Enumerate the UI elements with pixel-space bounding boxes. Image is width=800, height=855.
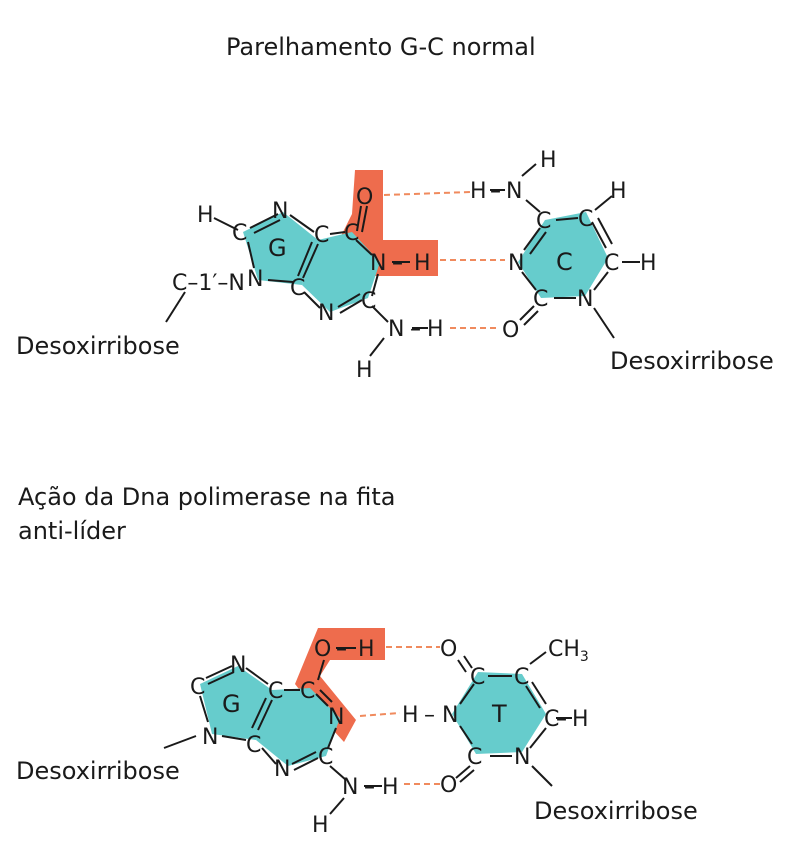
svg-text:–: –	[424, 703, 435, 728]
gc-cytosine-label: C	[556, 248, 573, 276]
svg-text:–: –	[392, 251, 403, 276]
svg-text:C: C	[533, 287, 548, 312]
svg-text:N: N	[230, 653, 246, 678]
svg-text:N: N	[577, 287, 593, 312]
svg-text:C: C	[246, 733, 261, 758]
diagram-title-polymerase-action: Ação da Dna polimerase na fita anti-líde…	[18, 483, 396, 545]
svg-text:N: N	[370, 251, 386, 276]
gc-sugar-left: Desoxirribose	[16, 332, 180, 360]
svg-text:C: C	[361, 289, 376, 314]
svg-text:N: N	[508, 251, 524, 276]
svg-text:C: C	[604, 251, 619, 276]
gt-hbond-2	[359, 712, 401, 717]
diagram-title-normal-pairing: Parelhamento G-C normal	[226, 33, 536, 61]
svg-text:C: C	[578, 207, 593, 232]
svg-text:H: H	[312, 813, 329, 838]
svg-text:C: C	[536, 209, 551, 234]
svg-text:C: C	[290, 276, 305, 301]
svg-text:–: –	[556, 707, 567, 732]
svg-text:N: N	[318, 301, 334, 326]
gc-sugar-right: Desoxirribose	[610, 347, 774, 375]
svg-text:N: N	[274, 757, 290, 782]
svg-text:H: H	[197, 203, 214, 228]
gc-cytosine-ring	[518, 212, 608, 298]
svg-text:H: H	[356, 358, 373, 383]
svg-text:O: O	[356, 185, 373, 210]
gt-sugar-right: Desoxirribose	[534, 797, 698, 825]
svg-text:C: C	[232, 221, 247, 246]
svg-text:–: –	[364, 775, 375, 800]
svg-text:C: C	[467, 745, 482, 770]
svg-text:O: O	[502, 318, 519, 343]
svg-text:–: –	[490, 179, 501, 204]
gt-sugar-left: Desoxirribose	[16, 757, 180, 785]
gc-hbond-1	[383, 191, 471, 196]
svg-text:N: N	[328, 705, 344, 730]
svg-text:N: N	[442, 703, 458, 728]
gc-atoms: H C N C C O N – H N C N C N – H H H H – …	[197, 148, 657, 383]
gt-guanine-label: G	[222, 690, 241, 718]
svg-text:C: C	[314, 223, 329, 248]
svg-text:O: O	[440, 773, 457, 798]
svg-text:O: O	[314, 637, 331, 662]
svg-text:C: C	[544, 707, 559, 732]
svg-text:C: C	[344, 221, 359, 246]
svg-text:C: C	[190, 675, 205, 700]
svg-text:C: C	[268, 679, 283, 704]
gc-guanine-label: G	[268, 234, 287, 262]
svg-text:H: H	[610, 179, 627, 204]
gt-enol-highlight	[295, 628, 385, 742]
svg-text:H: H	[640, 251, 657, 276]
svg-text:C: C	[300, 679, 315, 704]
svg-text:N: N	[202, 725, 218, 750]
svg-text:N: N	[506, 179, 522, 204]
svg-text:H: H	[540, 148, 557, 173]
svg-text:H: H	[572, 707, 589, 732]
svg-text:H: H	[427, 317, 444, 342]
svg-text:O: O	[440, 637, 457, 662]
gt-atoms: C N C C O – H N N C N C N – H H O C C C …	[190, 637, 589, 838]
svg-text:N: N	[388, 317, 404, 342]
gt-bonds	[163, 647, 572, 815]
gc-guanine-imidazole-ring	[243, 212, 318, 285]
svg-text:N: N	[514, 745, 530, 770]
gc-c1-label: C–1′–N	[172, 271, 245, 296]
gc-guanine-pyrimidine-ring	[302, 232, 380, 312]
svg-text:C: C	[470, 665, 485, 690]
gc-pair: H C N C C O N – H N C N C N – H H H H – …	[16, 148, 774, 383]
svg-text:N: N	[247, 267, 263, 292]
gt-thymine-ring	[452, 672, 546, 754]
svg-text:H: H	[358, 637, 375, 662]
svg-text:–: –	[410, 317, 421, 342]
svg-text:H: H	[382, 775, 399, 800]
svg-text:C: C	[318, 745, 333, 770]
svg-text:H: H	[470, 179, 487, 204]
svg-text:H: H	[402, 703, 419, 728]
gt-methyl-label: CH3	[548, 637, 589, 665]
gt-guanine-pyrimidine-ring	[256, 688, 340, 766]
gt-pair: C N C C O – H N N C N C N – H H O C C C …	[16, 628, 698, 838]
svg-text:–: –	[336, 637, 347, 662]
svg-text:H: H	[414, 251, 431, 276]
svg-text:N: N	[272, 199, 288, 224]
svg-text:N: N	[342, 775, 358, 800]
gt-thymine-label: T	[491, 700, 507, 728]
svg-text:C: C	[514, 665, 529, 690]
gc-bonds	[165, 163, 640, 357]
